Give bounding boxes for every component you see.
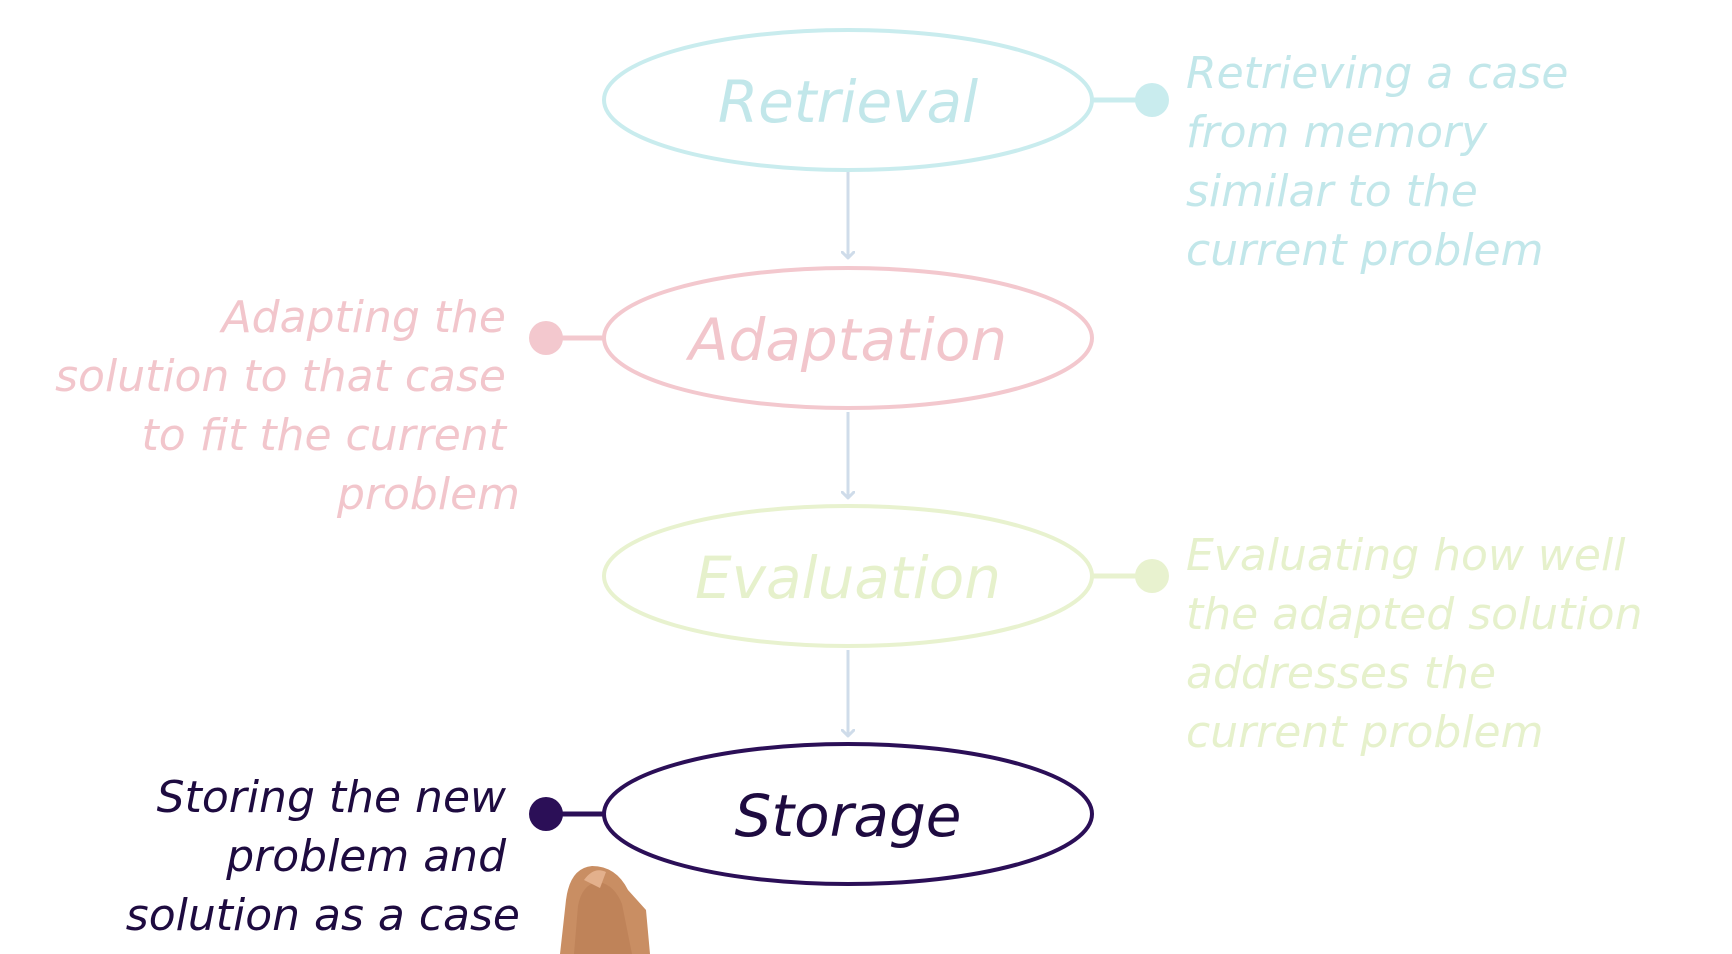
connector-dot-evaluation bbox=[1135, 559, 1169, 593]
stage-storage-label: Storage bbox=[735, 782, 962, 850]
stage-retrieval-label: Retrieval bbox=[718, 68, 978, 136]
stage-storage: Storage Storing the new problem and solu… bbox=[126, 742, 1094, 941]
stage-evaluation-description: Evaluating how well the adapted solution… bbox=[1186, 530, 1656, 758]
stage-storage-description: Storing the new problem and solution as … bbox=[126, 772, 520, 941]
stage-evaluation-label: Evaluation bbox=[695, 544, 1001, 612]
pen-tip-icon bbox=[560, 866, 650, 954]
connector-dot-retrieval bbox=[1135, 83, 1169, 117]
stage-adaptation-label: Adaptation bbox=[685, 306, 1007, 374]
stage-adaptation-description: Adapting the solution to that case to fi… bbox=[55, 292, 520, 520]
stage-evaluation: Evaluation Evaluating how well the adapt… bbox=[602, 504, 1656, 758]
stage-adaptation: Adaptation Adapting the solution to that… bbox=[55, 266, 1094, 520]
connector-dot-adaptation bbox=[529, 321, 563, 355]
stage-retrieval-description: Retrieving a case from memory similar to… bbox=[1186, 48, 1582, 276]
stage-retrieval: Retrieval Retrieving a case from memory … bbox=[602, 28, 1582, 276]
connector-dot-storage bbox=[529, 797, 563, 831]
